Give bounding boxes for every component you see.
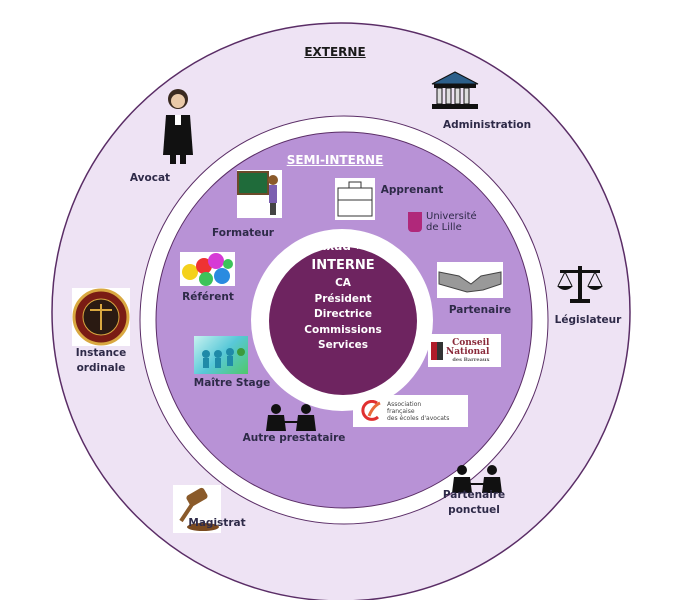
label-magistrat: Magistrat <box>188 517 246 529</box>
label-referent: Référent <box>182 291 234 303</box>
ixad-logo: ixad ✓ <box>304 238 381 256</box>
scales-icon <box>555 262 605 304</box>
lawyer-icon <box>160 85 196 165</box>
interne-block: ixad ✓ INTERNE CA Président Directrice C… <box>304 238 381 354</box>
externe-title: EXTERNE <box>304 45 366 59</box>
logo-text: de Lille <box>426 222 462 233</box>
cnb-mark-icon <box>431 341 443 360</box>
conseil-national-barreaux-logo: Conseil National des Barreaux <box>428 334 501 367</box>
interne-item: Commissions <box>304 323 382 336</box>
label-partenaire: Partenaire <box>448 304 512 316</box>
meeting-icon <box>448 463 506 493</box>
ixad-logo-text: ixad <box>322 239 351 253</box>
universite-lille-mark-icon <box>408 212 422 232</box>
label-avocat: Avocat <box>129 172 171 184</box>
briefcase-icon <box>335 178 375 220</box>
interne-item: Directrice <box>314 308 372 320</box>
label-line: ponctuel <box>448 504 500 516</box>
label-instance-ordinale: Instance ordinale <box>76 346 127 376</box>
interne-circle <box>269 247 417 395</box>
label-line: Partenaire <box>442 489 506 501</box>
interne-item: CA <box>335 277 351 289</box>
gavel-icon <box>173 485 221 533</box>
handshake-icon <box>437 262 503 298</box>
puzzle-icon <box>180 252 235 286</box>
label-autre-prestataire: Autre prestataire <box>242 432 346 444</box>
label-apprenant: Apprenant <box>380 184 444 196</box>
bar-seal-icon <box>72 288 130 346</box>
label-line: ordinale <box>76 362 126 374</box>
label-formateur: Formateur <box>212 227 274 239</box>
label-legislateur: Législateur <box>554 314 622 326</box>
logo-text: française <box>387 407 415 415</box>
logo-text: Université <box>426 211 477 222</box>
logo-text: Conseil <box>452 337 490 348</box>
semi-interne-title: SEMI-INTERNE <box>286 153 384 167</box>
label-maitre-stage: Maître Stage <box>193 377 271 389</box>
afea-logo: Association française des écoles d'avoca… <box>353 395 468 427</box>
people-icon <box>194 336 248 374</box>
meeting-icon <box>262 403 320 431</box>
logo-text: des Barreaux <box>452 356 490 363</box>
logo-text: Association <box>387 400 422 408</box>
label-partenaire-ponctuel: Partenaire ponctuel <box>443 488 505 518</box>
interne-title: INTERNE <box>311 258 375 273</box>
interne-item: Président <box>314 292 372 305</box>
building-icon <box>428 70 482 110</box>
universite-de-lille-logo: Université de Lille <box>408 211 477 233</box>
ixad-leaf-icon: ✓ <box>355 242 364 253</box>
logo-text: des écoles d'avocats <box>387 414 450 422</box>
interne-item: Services <box>318 339 368 351</box>
label-administration: Administration <box>442 119 532 131</box>
afea-mark-icon <box>361 400 381 421</box>
label-line: Instance <box>75 347 127 359</box>
logo-text: National <box>446 346 490 357</box>
teacher-icon <box>237 170 282 218</box>
